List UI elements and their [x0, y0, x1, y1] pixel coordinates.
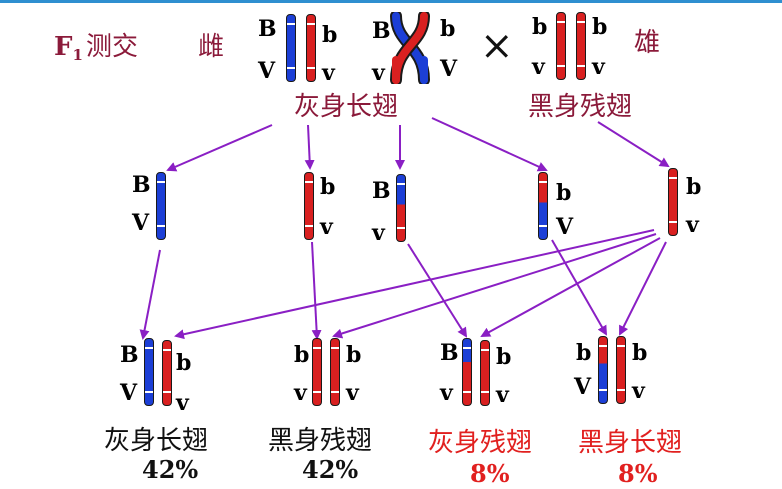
male-gamete-chromosome-bv [668, 168, 678, 236]
gamete-chromosome-bv [304, 172, 314, 240]
arrow-male-gamete-to-offspring-4 [619, 241, 667, 336]
cross-symbol: × [480, 23, 514, 69]
arrow-male-gamete-to-offspring-1 [174, 229, 655, 340]
gene-label: v [322, 60, 335, 86]
arrow-gamete-Bv-to-offspring-3 [407, 243, 468, 338]
gene-label: b [322, 22, 338, 48]
gene-label: v [294, 380, 307, 406]
arrow-male-gamete-to-offspring-2 [332, 233, 657, 339]
gene-label: v [686, 212, 699, 238]
female-phenotype: 灰身长翅 [294, 92, 399, 122]
gene-label: B [132, 172, 151, 198]
offspring-percent: 42% [142, 455, 199, 484]
gene-label: v [320, 214, 333, 240]
gene-label: v [532, 54, 545, 80]
female-label: 雌 [198, 32, 225, 62]
gene-label: B [120, 342, 139, 368]
offspring-phenotype: 黑身残翅 [268, 426, 373, 456]
gene-label: B [258, 16, 277, 42]
gene-label: v [346, 380, 359, 406]
offspring-chromosome [480, 340, 490, 406]
gene-label: b [294, 342, 310, 368]
gene-label: b [440, 16, 456, 42]
gene-label: B [372, 178, 391, 204]
gene-label: V [120, 380, 138, 406]
gene-label: b [686, 174, 702, 200]
gene-label: v [440, 380, 453, 406]
gene-label: b [532, 14, 548, 40]
gene-label: B [372, 18, 391, 44]
chromosome-recessive [556, 12, 566, 80]
gamete-chromosome-bV [538, 172, 548, 240]
offspring-chromosome [312, 338, 322, 406]
gene-label: v [632, 378, 645, 404]
gene-label: b [176, 350, 192, 376]
offspring-phenotype: 灰身残翅 [428, 428, 533, 458]
offspring-chromosome [330, 338, 340, 406]
chromosome-recessive [306, 14, 316, 82]
gene-label: v [496, 382, 509, 408]
offspring-phenotype: 黑身长翅 [578, 428, 683, 458]
gene-label: V [440, 56, 458, 82]
arrow-male-to-gamete-bv [597, 121, 670, 168]
gene-label: b [592, 14, 608, 40]
arrow-female-to-gamete-bV [431, 117, 548, 172]
offspring-chromosome [616, 336, 626, 404]
arrow-gamete-bv-to-offspring-2 [311, 241, 322, 340]
gene-label: V [132, 210, 150, 236]
offspring-percent: 42% [302, 455, 359, 484]
gene-label: b [556, 180, 572, 206]
gene-label: V [574, 374, 592, 400]
offspring-chromosome [462, 338, 472, 406]
gamete-chromosome-BV [156, 172, 166, 240]
gamete-chromosome-Bv [396, 174, 406, 242]
gene-label: b [632, 340, 648, 366]
offspring-phenotype: 灰身长翅 [104, 426, 209, 456]
chromosome-dominant [286, 14, 296, 82]
gene-label: v [372, 60, 385, 86]
male-label: 雄 [634, 28, 661, 58]
arrow-female-to-gamete-BV [166, 124, 273, 172]
top-border-line [0, 0, 782, 3]
gene-label: B [440, 340, 459, 366]
gene-label: b [346, 342, 362, 368]
offspring-chromosome [162, 340, 172, 406]
arrow-male-gamete-to-offspring-3 [480, 237, 661, 337]
gene-label: v [592, 54, 605, 80]
arrow-gamete-BV-to-offspring-1 [139, 249, 161, 340]
gene-label: b [576, 340, 592, 366]
gene-label: V [258, 58, 276, 84]
offspring-chromosome [598, 336, 608, 404]
testcross-label: 测交 [86, 32, 139, 62]
gene-label: v [372, 220, 385, 246]
chromosome-recessive [576, 12, 586, 80]
offspring-percent: 8% [618, 459, 658, 488]
offspring-chromosome [144, 338, 154, 406]
male-phenotype: 黑身残翅 [528, 92, 633, 122]
gene-label: v [176, 390, 189, 416]
gene-label: b [320, 174, 336, 200]
gene-label: V [556, 214, 574, 240]
f1-label: F1 [54, 32, 83, 64]
gene-label: b [496, 344, 512, 370]
arrow-gamete-bV-to-offspring-4 [551, 239, 607, 336]
offspring-percent: 8% [470, 459, 510, 488]
arrow-female-to-gamete-bv [304, 124, 315, 170]
crossing-over-chromosomes [390, 12, 430, 84]
